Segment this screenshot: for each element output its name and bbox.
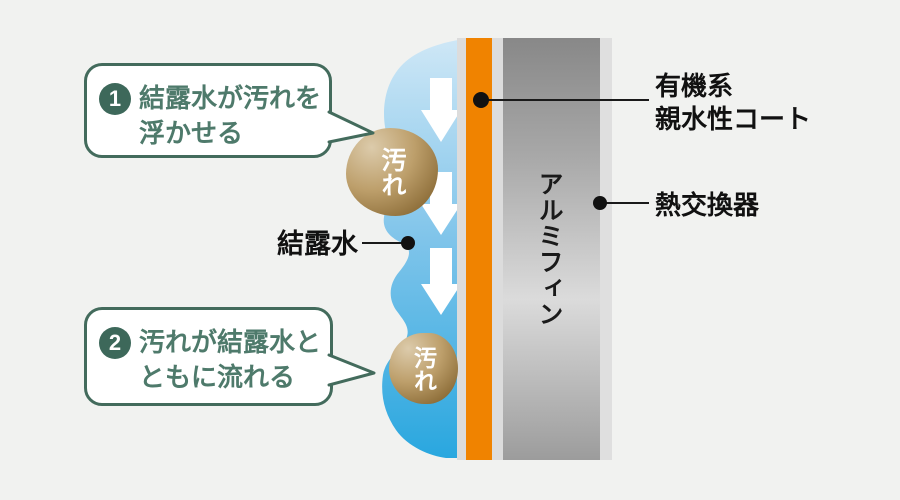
fin-left-edge (492, 38, 503, 460)
step-bubble-2: 2 汚れが結露水と ともに流れる (84, 307, 333, 406)
dot-icon (401, 236, 415, 250)
coat-label: 有機系 親水性コート (655, 70, 811, 136)
coat-label-line2: 親水性コート (655, 104, 812, 134)
step2-text-line1: 汚れが結露水と (139, 327, 322, 357)
step-bubble-1: 1 結露水が汚れを 浮かせる (84, 63, 332, 158)
step1-text-line1: 結露水が汚れを (139, 83, 322, 113)
dot-icon (473, 92, 489, 108)
dirt-blob-1: 汚れ (346, 128, 438, 216)
dirt-label: 汚れ (410, 345, 437, 392)
dirt-blob-2: 汚れ (389, 333, 458, 404)
step2-text-line2: ともに流れる (139, 362, 296, 392)
coat-label-line1: 有機系 (655, 71, 734, 101)
step-number-2: 2 (99, 327, 131, 359)
aluminum-fin-body (503, 38, 600, 460)
coat-left-edge (457, 38, 466, 460)
bubble1-pointer (327, 110, 375, 144)
heat-exchanger-label: 熱交換器 (655, 190, 760, 220)
step1-text-line2: 浮かせる (139, 118, 244, 148)
hydrophilic-coat-strip (466, 38, 492, 460)
down-arrow-icon (421, 78, 461, 142)
dirt-label: 汚れ (378, 147, 406, 197)
down-arrow-icon (421, 248, 461, 315)
fin-label: アルミフィン (535, 171, 563, 327)
condensation-label: 結露水 (277, 229, 358, 259)
bubble2-pointer (327, 353, 376, 387)
step-number-1: 1 (99, 83, 131, 115)
dot-icon (593, 196, 607, 210)
fin-right-edge (600, 38, 612, 460)
